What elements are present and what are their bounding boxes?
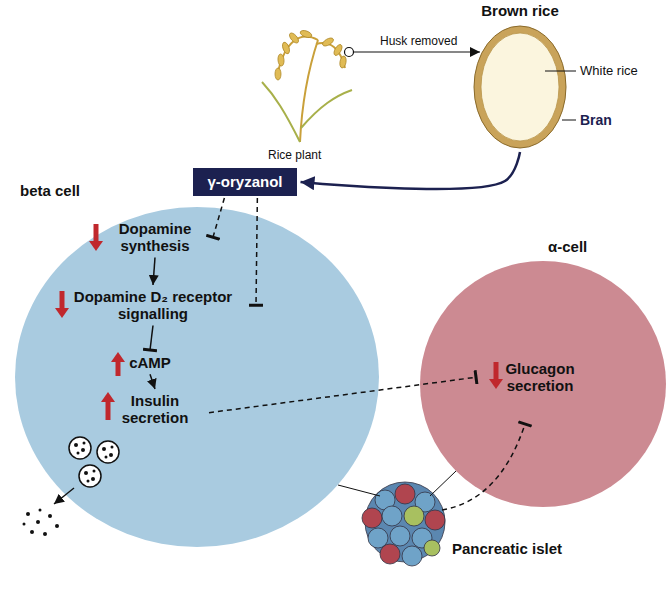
- process-label: Insulin secretion: [105, 392, 205, 427]
- process-label: Dopamine D₂ receptor signalling: [58, 288, 248, 323]
- inhibition-line: [442, 424, 525, 510]
- part-label: White rice: [580, 63, 638, 78]
- change-arrows: [55, 224, 125, 420]
- pathway-arrow: [150, 374, 155, 389]
- inhibition-line: [213, 198, 224, 237]
- rice-grain-shape: [470, 24, 570, 150]
- cell-heading: beta cell: [12, 182, 382, 199]
- grain-heading: Brown rice: [470, 2, 570, 19]
- part-label: Rice plant: [268, 148, 321, 162]
- zoom-line: [430, 471, 456, 496]
- compound-name: γ-oryzanol: [207, 173, 282, 191]
- process-label: Glucagon secretion: [490, 360, 590, 395]
- process-text: Dopamine D₂ receptor signalling: [58, 288, 248, 323]
- step-label: Husk removed: [380, 34, 457, 48]
- compound-box: γ-oryzanol: [193, 168, 296, 196]
- process-label: cAMP: [120, 354, 180, 371]
- cell-heading: α-cell: [418, 238, 668, 255]
- process-text: cAMP: [120, 354, 180, 371]
- grain-ellipse: Brown rice: [470, 2, 570, 150]
- process-text: Dopamine synthesis: [105, 220, 205, 255]
- insulin-vesicles: [23, 437, 120, 536]
- cell-circle: Glucagon secretion α-cell: [418, 238, 668, 508]
- change-arrow: [489, 362, 503, 389]
- pathway-arrow: [153, 258, 155, 286]
- source-arrow: [301, 152, 521, 189]
- beta-cell-shape: [12, 204, 382, 552]
- husk-arrow: [354, 51, 480, 52]
- grain-marker: [345, 48, 354, 57]
- process-text: Insulin secretion: [105, 392, 205, 427]
- zoom-line: [338, 485, 380, 496]
- rice-plant: [262, 29, 352, 142]
- inhibition-line: [256, 198, 257, 305]
- cell-circle: Dopamine synthesisDopamine D₂ receptor s…: [12, 182, 382, 552]
- process-text: Glucagon secretion: [490, 360, 590, 395]
- part-label: Bran: [580, 112, 612, 128]
- inhibition-line: [150, 326, 153, 351]
- part-label: Pancreatic islet: [452, 540, 562, 557]
- inhibition-line: [209, 377, 476, 412]
- process-label: Dopamine synthesis: [105, 220, 205, 255]
